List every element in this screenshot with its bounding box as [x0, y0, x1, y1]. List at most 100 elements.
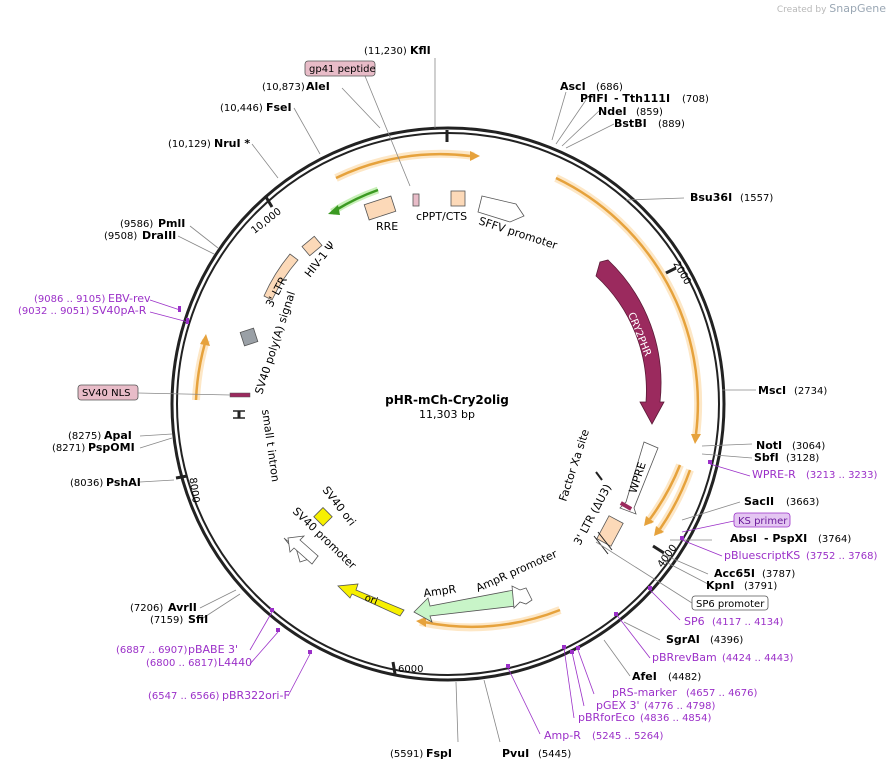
sffv-label: SFFV promoter	[477, 214, 559, 252]
site-fspi-name: FspI	[426, 747, 452, 760]
primer-pbr322ori-f-range: (6547 .. 6566)	[148, 691, 220, 702]
primer-ebv-rev-range: (9086 .. 9105)	[34, 294, 106, 305]
cppt-label: cPPT/CTS	[416, 210, 467, 223]
sv40nls-marker	[229, 392, 251, 398]
orf-top-head	[470, 151, 480, 161]
tick-8000: 8000	[175, 474, 201, 504]
site-acc65i-pos: (3787)	[762, 569, 795, 580]
site-absi-name: AbsI	[730, 532, 757, 545]
site-alei-name: AleI	[306, 80, 330, 93]
site-bsu36i-pos: (1557)	[740, 193, 773, 204]
wpre-small-marker	[619, 501, 633, 511]
site-pflfi-name: PflFI	[580, 92, 608, 105]
amprpromoter-label: AmpR promoter	[474, 547, 560, 595]
primer-pbabe3-name: pBABE 3'	[188, 643, 238, 656]
site-sgrai-pos: (4396)	[710, 635, 743, 646]
site-sbfi-pos: (3128)	[786, 453, 819, 464]
site-kfli-pos: (11,230)	[364, 46, 407, 57]
site-pmli-name: PmlI	[158, 217, 185, 230]
tick-6000: 6000	[391, 661, 423, 675]
primer-pbrforeco-name: pBRforEco	[578, 711, 635, 724]
primer-pbluescriptks-name: pBluescriptKS	[724, 549, 800, 562]
site-tth111i-pos: (708)	[682, 94, 709, 105]
site-sbfi-name: SbfI	[754, 451, 779, 464]
site-avrii-pos: (7206)	[130, 603, 163, 614]
sv40ori-box	[313, 506, 333, 527]
primer-wpre-r-range: (3213 .. 3233)	[806, 470, 878, 481]
primer-sp6-name: SP6	[684, 615, 705, 628]
site-kpni-pos: (3791)	[744, 581, 777, 592]
snapgene-watermark: Created by SnapGene	[777, 2, 886, 15]
ampr-arrow	[413, 589, 521, 623]
primer-prs-marker-range: (4657 .. 4676)	[686, 688, 758, 699]
primer-leaders	[149, 299, 751, 735]
site-noti-name: NotI	[756, 439, 782, 452]
site-pspxi-name: - PspXI	[764, 532, 807, 545]
site-ndei-pos: (859)	[636, 107, 663, 118]
site-kfli-name: KflI	[410, 44, 431, 57]
site-noti-pos: (3064)	[792, 441, 825, 452]
primer-pbrforeco-range: (4836 .. 4854)	[640, 713, 712, 724]
site-leaders	[139, 58, 756, 743]
wpre-arrow	[619, 441, 659, 515]
ori-arrow	[337, 583, 405, 617]
orf-right-head	[691, 434, 701, 444]
ksprimer-tag: KS primer	[733, 512, 791, 528]
plasmid-name: pHR-mCh-Cry2olig	[385, 393, 509, 407]
orf-lr2	[658, 469, 692, 530]
brand-name: SnapGene	[829, 2, 886, 15]
amprpromoter-arrow	[511, 585, 533, 609]
site-nrui-name: NruI *	[214, 137, 250, 150]
primer-pgex3-name: pGEX 3'	[596, 699, 640, 712]
site-asci-pos: (686)	[596, 82, 623, 93]
orf-lr2-head	[654, 526, 664, 536]
sffv-arrow	[477, 195, 525, 223]
site-msci-name: MscI	[758, 384, 786, 397]
primer-pbr322ori-f-name: pBR322ori-F	[222, 689, 290, 702]
backbone-outer	[170, 126, 726, 682]
brand-prefix: Created by	[776, 5, 827, 15]
primer-amp-r-range: (5245 .. 5264)	[592, 731, 664, 742]
ltr3du3-box	[596, 515, 624, 547]
site-draiii-pos: (9508)	[104, 231, 137, 242]
cppt-box	[450, 190, 466, 207]
site-bstbi-name: BstBI	[614, 117, 647, 130]
site-tth111i-name: - Tth111I	[614, 92, 670, 105]
cry2phr-arrow	[595, 259, 665, 425]
site-pmli-pos: (9586)	[120, 219, 153, 230]
cppt-marker	[412, 193, 420, 207]
sv40polya-box	[239, 327, 259, 347]
site-apai-name: ApaI	[104, 429, 132, 442]
primer-prs-marker-name: pRS-marker	[612, 686, 677, 699]
factorxa-marker	[595, 471, 603, 481]
site-bsu36i-name: Bsu36I	[690, 191, 732, 204]
tick-4000: 4000	[652, 543, 680, 570]
primer-wpre-r-name: WPRE-R	[752, 468, 796, 481]
sp6promoter-tag: SP6 promoter	[691, 595, 769, 611]
site-fsei-pos: (10,446)	[220, 103, 263, 114]
sp6promoter-label: SP6 promoter	[696, 599, 765, 610]
sv40promoter-shape	[287, 535, 319, 565]
tick-label-8000: 8000	[186, 477, 200, 504]
sp6promoter-leader	[595, 541, 693, 604]
site-pvui-pos: (5445)	[538, 749, 571, 760]
site-acc65i-name: Acc65I	[714, 567, 755, 580]
site-afei-pos: (4482)	[668, 672, 701, 683]
primer-l4440-name: L4440	[218, 656, 252, 669]
sv40nls-label: SV40 NLS	[82, 388, 131, 399]
site-ndei-name: NdeI	[598, 105, 627, 118]
orf-right	[555, 176, 700, 435]
site-fsei-name: FseI	[266, 101, 292, 114]
site-kpni-name: KpnI	[706, 579, 734, 592]
site-pshai-pos: (8036)	[70, 478, 103, 489]
orf-bottom	[423, 608, 561, 629]
ori-label: ori	[363, 593, 379, 608]
site-avrii-name: AvrII	[168, 601, 197, 614]
hiv1-box	[301, 235, 323, 257]
site-sfii-name: SfiI	[188, 613, 208, 626]
site-sacii-name: SacII	[744, 495, 774, 508]
orf-lr1	[648, 464, 682, 520]
ksprimer-leader	[681, 520, 735, 533]
rre-box	[363, 195, 397, 221]
